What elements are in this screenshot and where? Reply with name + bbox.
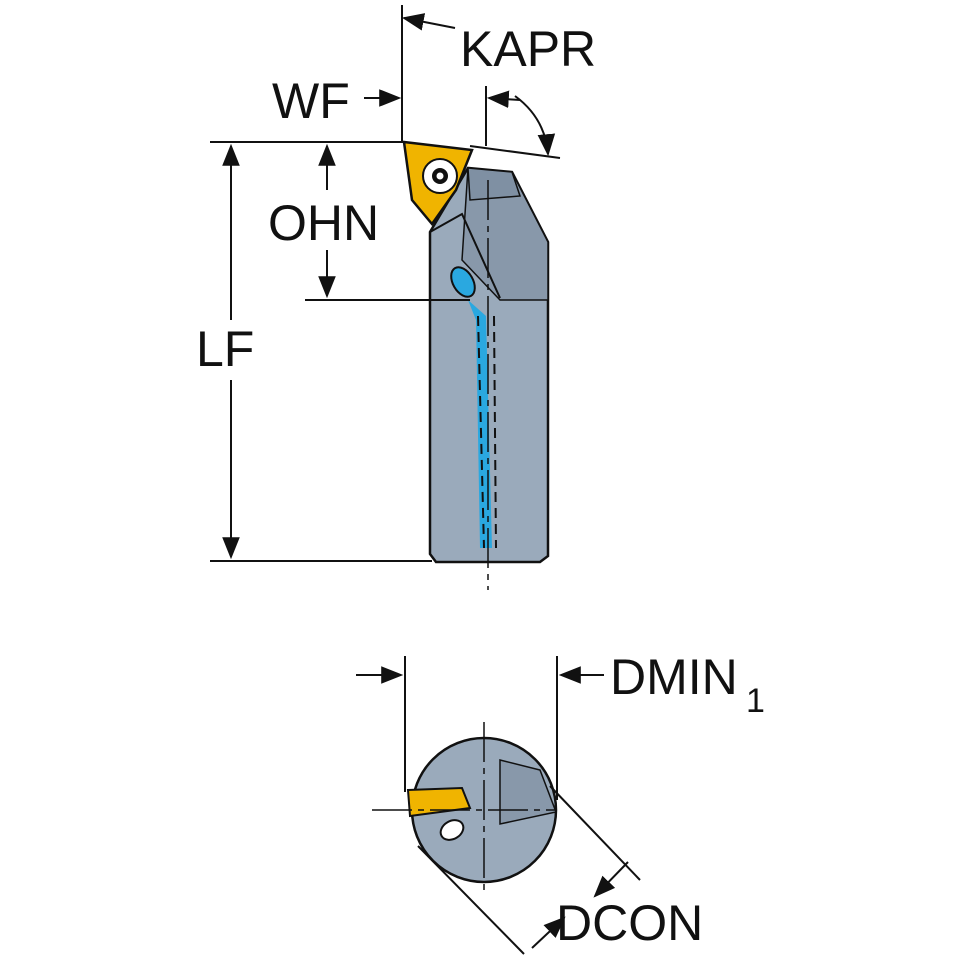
- kapr-small-arrow: [486, 90, 521, 109]
- insert-screw-center: [436, 172, 444, 180]
- end-view-flat: [499, 759, 558, 825]
- coolant-channel-dashes: [477, 315, 497, 549]
- coolant-channel: [468, 300, 492, 548]
- side-view: [402, 140, 550, 590]
- kapr-top-arrow: [401, 13, 456, 31]
- dcon-lower-extension: [417, 845, 525, 955]
- end-view-insert: [406, 786, 472, 818]
- end-dimensions: [356, 656, 641, 955]
- coolant-outlet: [450, 266, 476, 298]
- label-dmin: DMIN: [610, 649, 738, 705]
- clamp-pocket: [467, 167, 522, 201]
- label-dcon: DCON: [556, 895, 703, 951]
- label-wf: WF: [272, 73, 350, 129]
- label-lf: LF: [196, 321, 254, 377]
- end-view: [372, 722, 558, 896]
- dcon-arrow-upper: [593, 861, 629, 898]
- kapr-arc-arrow: [514, 95, 556, 157]
- dcon-arrow-lower: [531, 916, 566, 949]
- label-kapr: KAPR: [460, 21, 596, 77]
- label-dmin-subscript: 1: [746, 682, 765, 720]
- side-dimensions: [210, 5, 561, 562]
- end-view-coolant-hole: [439, 819, 465, 841]
- label-ohn: OHN: [268, 195, 379, 251]
- dcon-upper-extension: [549, 785, 641, 881]
